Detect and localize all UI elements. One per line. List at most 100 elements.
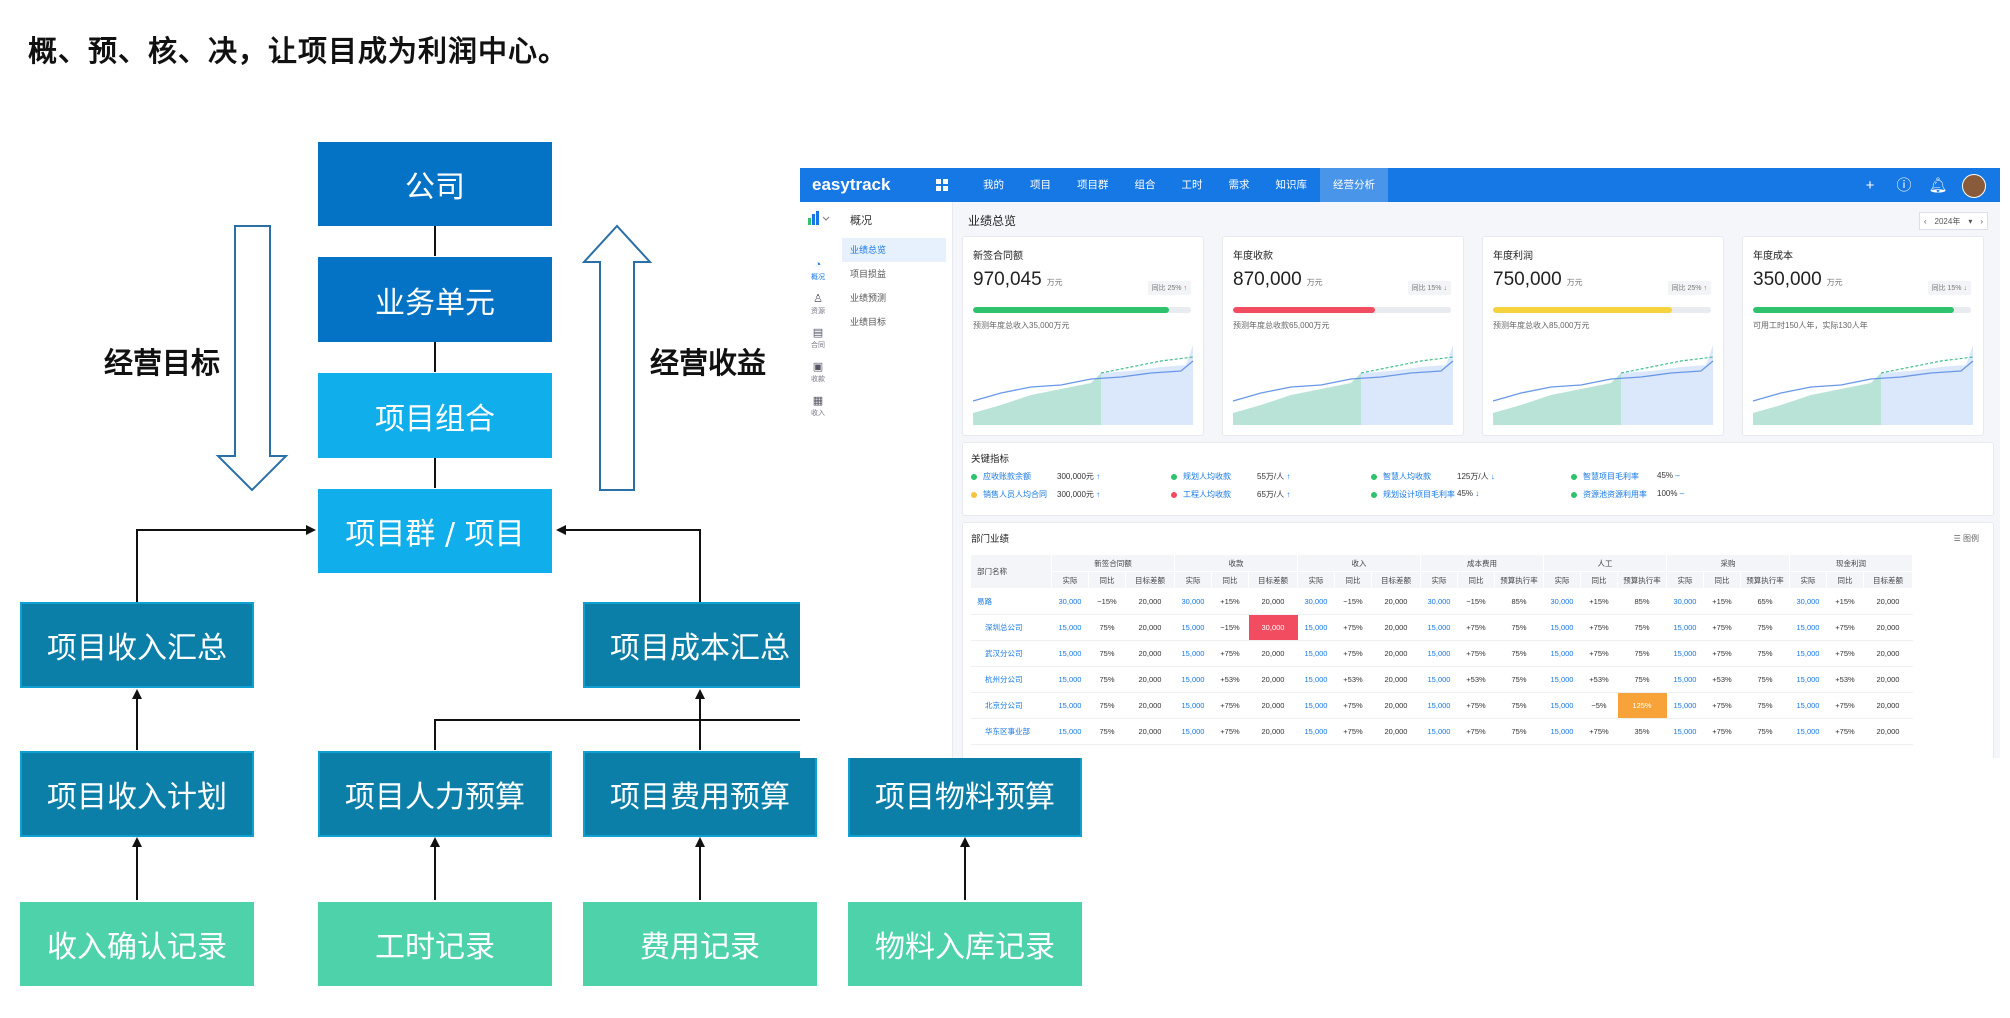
help-icon[interactable]: ⓘ <box>1894 175 1914 197</box>
table-cell[interactable]: 15,000 <box>1298 719 1335 745</box>
indicator-value: 45% ↓ <box>1457 489 1479 498</box>
table-cell[interactable]: 15,000 <box>1667 693 1704 719</box>
table-cell[interactable]: 15,000 <box>1790 615 1827 641</box>
year-picker[interactable]: ‹ 2024年 ▾ › <box>1919 212 1988 230</box>
easytrack-logo[interactable]: easytrack <box>812 175 890 195</box>
table-cell[interactable]: 15,000 <box>1421 641 1458 667</box>
table-cell[interactable]: 15,000 <box>1544 667 1581 693</box>
indicator-label[interactable]: 规划设计项目毛利率 <box>1371 489 1455 500</box>
table-cell[interactable]: 15,000 <box>1667 719 1704 745</box>
sparkline-forecast-area <box>1361 345 1453 425</box>
left-nav-resource[interactable]: ♙资源 <box>800 292 836 316</box>
col-sub-header: 目标差额 <box>1372 572 1421 589</box>
nav-item-project[interactable]: 项目 <box>1017 168 1064 202</box>
indicator-label[interactable]: 资源池资源利用率 <box>1571 489 1647 500</box>
table-cell[interactable]: 15,000 <box>1298 615 1335 641</box>
indicator-label[interactable]: 规划人均收款 <box>1171 471 1231 482</box>
indicator-label[interactable]: 销售人员人均合同 <box>971 489 1047 500</box>
table-cell[interactable]: 15,000 <box>1790 719 1827 745</box>
table-cell[interactable]: 15,000 <box>1175 615 1212 641</box>
dept-name-link[interactable]: 华东区事业部 <box>971 719 1052 745</box>
table-cell[interactable]: 15,000 <box>1667 667 1704 693</box>
trend-arrow-icon: ↑ <box>1284 472 1290 481</box>
table-cell[interactable]: 30,000 <box>1544 589 1581 615</box>
table-cell[interactable]: 30,000 <box>1052 589 1089 615</box>
table-cell[interactable]: 15,000 <box>1544 641 1581 667</box>
status-dot-icon <box>1571 492 1577 498</box>
collection-icon: ▣ <box>800 360 836 374</box>
labor-budget-box: 项目人力预算 <box>318 751 552 837</box>
table-cell[interactable]: 15,000 <box>1175 667 1212 693</box>
table-cell[interactable]: 15,000 <box>1544 693 1581 719</box>
table-cell[interactable]: 30,000 <box>1790 589 1827 615</box>
table-cell: 75% <box>1741 719 1790 745</box>
prev-year-icon[interactable]: ‹ <box>1920 217 1931 226</box>
legend-button[interactable]: ☰ 图例 <box>1954 533 1979 544</box>
submenu-item-forecast[interactable]: 业绩预测 <box>842 286 946 310</box>
dept-name-link[interactable]: 深圳总公司 <box>971 615 1052 641</box>
table-cell[interactable]: 15,000 <box>1544 719 1581 745</box>
nav-item-requirement[interactable]: 需求 <box>1216 168 1263 202</box>
left-nav-collection[interactable]: ▣收款 <box>800 360 836 384</box>
table-cell[interactable]: 15,000 <box>1790 667 1827 693</box>
col-sub-header: 实际 <box>1667 572 1704 589</box>
table-cell[interactable]: 30,000 <box>1175 589 1212 615</box>
table-cell[interactable]: 15,000 <box>1421 719 1458 745</box>
plus-icon[interactable]: + <box>1860 175 1880 197</box>
table-cell[interactable]: 15,000 <box>1544 615 1581 641</box>
avatar[interactable] <box>1962 174 1986 198</box>
table-cell: +75% <box>1581 641 1618 667</box>
revenue-summary-box: 项目收入汇总 <box>20 602 254 688</box>
table-cell[interactable]: 15,000 <box>1052 641 1089 667</box>
table-cell[interactable]: 15,000 <box>1298 667 1335 693</box>
dept-name-link[interactable]: 武汉分公司 <box>971 641 1052 667</box>
nav-item-knowledge[interactable]: 知识库 <box>1263 168 1321 202</box>
table-cell[interactable]: 30,000 <box>1298 589 1335 615</box>
status-dot-icon <box>1171 492 1177 498</box>
indicator-label[interactable]: 工程人均收款 <box>1171 489 1231 500</box>
table-cell: 20,000 <box>1249 693 1298 719</box>
table-cell: 20,000 <box>1864 615 1913 641</box>
left-nav-overview[interactable]: ◔概况 <box>800 258 836 282</box>
dept-name-link[interactable]: 北京分公司 <box>971 693 1052 719</box>
table-cell[interactable]: 15,000 <box>1052 693 1089 719</box>
bell-icon[interactable]: 🔔︎ <box>1928 175 1948 197</box>
left-nav-income[interactable]: ▦收入 <box>800 394 836 418</box>
dept-name-link[interactable]: 易路 <box>971 589 1052 615</box>
indicator-label[interactable]: 应收账款余额 <box>971 471 1031 482</box>
table-cell[interactable]: 15,000 <box>1667 641 1704 667</box>
hours-record-box: 工时记录 <box>318 902 552 986</box>
nav-item-program[interactable]: 项目群 <box>1064 168 1122 202</box>
table-cell[interactable]: 15,000 <box>1175 641 1212 667</box>
table-cell[interactable]: 15,000 <box>1667 615 1704 641</box>
next-year-icon[interactable]: › <box>1976 217 1987 226</box>
trend-arrow-icon: ↓ <box>1489 472 1495 481</box>
table-cell[interactable]: 15,000 <box>1052 719 1089 745</box>
dept-name-link[interactable]: 杭州分公司 <box>971 667 1052 693</box>
nav-item-business-analysis[interactable]: 经营分析 <box>1320 168 1388 202</box>
nav-item-portfolio[interactable]: 组合 <box>1122 168 1169 202</box>
indicator-label[interactable]: 智慧项目毛利率 <box>1571 471 1639 482</box>
table-cell[interactable]: 15,000 <box>1052 667 1089 693</box>
table-cell[interactable]: 15,000 <box>1790 641 1827 667</box>
table-cell[interactable]: 30,000 <box>1667 589 1704 615</box>
bar-chart-icon[interactable] <box>806 210 830 226</box>
submenu-item-overview[interactable]: 业绩总览 <box>842 238 946 262</box>
table-cell[interactable]: 15,000 <box>1052 615 1089 641</box>
nav-item-mine[interactable]: 我的 <box>970 168 1017 202</box>
table-cell[interactable]: 15,000 <box>1790 693 1827 719</box>
table-cell[interactable]: 15,000 <box>1298 693 1335 719</box>
table-cell[interactable]: 15,000 <box>1421 693 1458 719</box>
left-nav-contract[interactable]: ▤合同 <box>800 326 836 350</box>
table-cell[interactable]: 15,000 <box>1421 615 1458 641</box>
submenu-item-pnl[interactable]: 项目损益 <box>842 262 946 286</box>
nav-item-timesheet[interactable]: 工时 <box>1169 168 1216 202</box>
apps-grid-icon[interactable] <box>936 179 948 191</box>
table-cell[interactable]: 15,000 <box>1298 641 1335 667</box>
table-cell[interactable]: 15,000 <box>1175 693 1212 719</box>
table-cell[interactable]: 15,000 <box>1421 667 1458 693</box>
submenu-item-target[interactable]: 业绩目标 <box>842 310 946 334</box>
indicator-label[interactable]: 智慧人均收款 <box>1371 471 1431 482</box>
table-cell[interactable]: 30,000 <box>1421 589 1458 615</box>
table-cell[interactable]: 15,000 <box>1175 719 1212 745</box>
